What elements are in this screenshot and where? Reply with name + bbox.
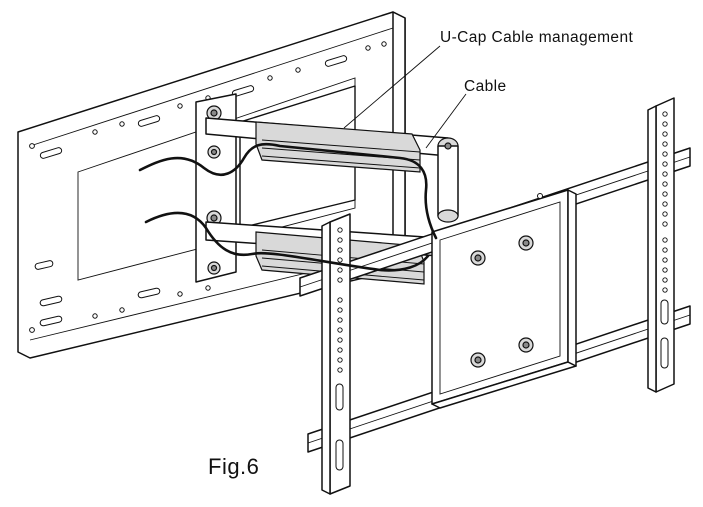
ucap-leader-line: [343, 45, 441, 129]
cable-leader-line: [425, 93, 467, 149]
ucap-callout-label: U-Cap Cable management: [440, 29, 633, 46]
upper-cable: [138, 142, 438, 240]
upper-arm: [205, 117, 459, 223]
center-plate: [431, 189, 577, 409]
callout-leaders: [343, 45, 467, 149]
left-vertical-strap: [321, 213, 351, 495]
cables: [138, 142, 438, 272]
figure-caption: Fig.6: [208, 454, 259, 479]
lower-cable: [144, 211, 430, 272]
cable-callout-label: Cable: [464, 78, 507, 95]
right-vertical-strap: [647, 97, 675, 393]
